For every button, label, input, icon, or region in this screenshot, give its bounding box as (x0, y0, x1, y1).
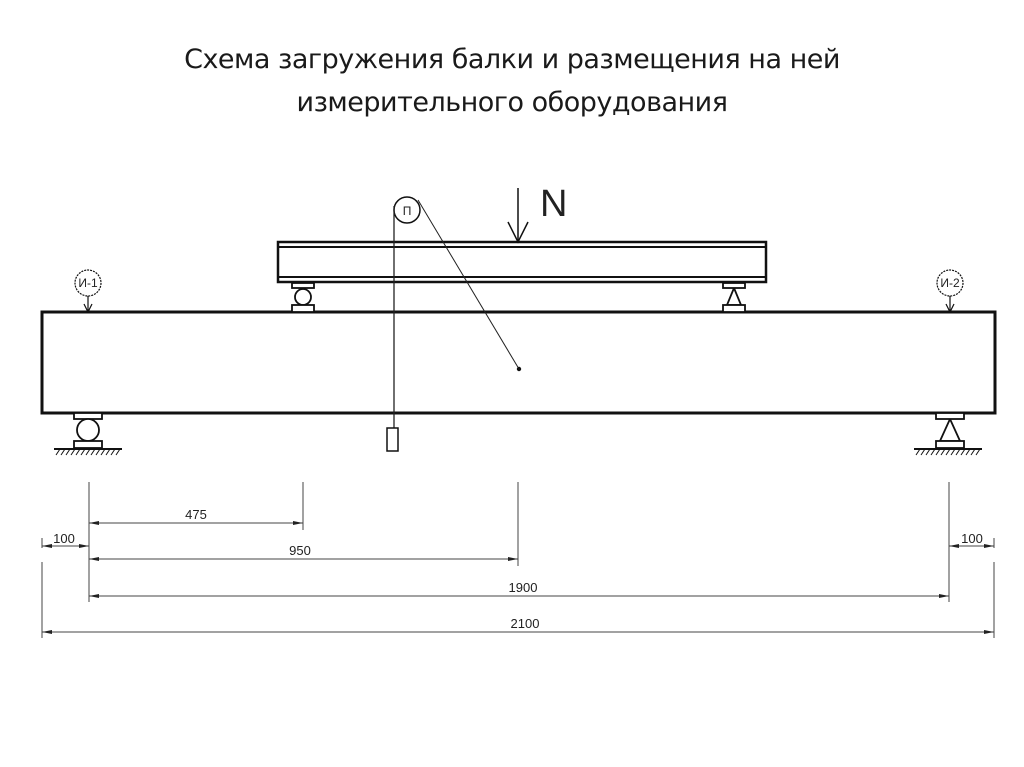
dim-half-span: 950 (289, 543, 311, 558)
pulley-label: П (403, 204, 412, 218)
load-label: N (540, 183, 567, 225)
diagram-title: Схема загружения балки и размещения на н… (0, 38, 1024, 124)
deflectometer-pulley (386, 196, 522, 452)
pin-support-upper (722, 282, 746, 313)
roller-support-left (54, 412, 122, 456)
dim-span: 1900 (509, 580, 538, 595)
dim-left-overhang: 100 (53, 531, 75, 546)
dim-total-length: 2100 (511, 616, 540, 631)
pin-support-right (914, 412, 982, 456)
load-arrow (507, 188, 529, 244)
title-line-1: Схема загружения балки и размещения на н… (184, 44, 840, 75)
gauge-left-label: И-1 (78, 276, 98, 290)
main-beam (40, 310, 997, 415)
gauge-right-label: И-2 (940, 276, 960, 290)
roller-support-upper (291, 282, 315, 313)
title-line-2: измерительного оборудования (296, 87, 728, 118)
gauge-left (74, 269, 102, 314)
distribution-beam (276, 240, 768, 284)
dim-quarter-span: 475 (185, 507, 207, 522)
dimension-lines (42, 521, 994, 634)
extension-lines (41, 482, 995, 638)
gauge-right (936, 269, 964, 314)
dim-right-overhang: 100 (961, 531, 983, 546)
